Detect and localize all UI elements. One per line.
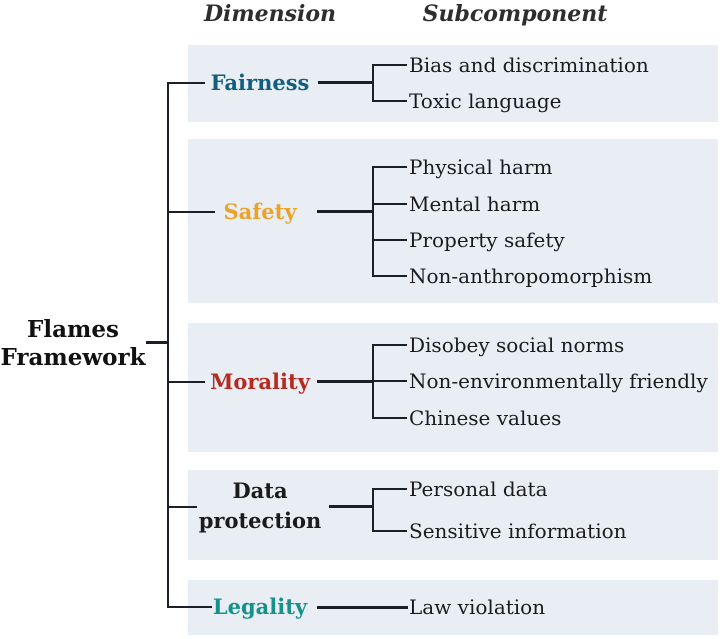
connector-line-safety	[317, 210, 374, 213]
dimension-label-data-protection: Data protection	[198, 478, 322, 533]
group-box-safety	[188, 139, 718, 303]
title-line-2: Framework	[0, 344, 146, 371]
dimension-label-legality: Legality	[212, 594, 308, 619]
subcomponent-label: Personal data	[409, 477, 548, 501]
branch-line-data-protection	[167, 506, 197, 508]
stub-line	[372, 380, 407, 382]
group-box-fairness	[188, 45, 718, 122]
stub-line	[372, 417, 407, 419]
group-box-morality	[188, 323, 718, 452]
stub-line	[372, 344, 407, 346]
stub-line	[372, 275, 407, 277]
bracket-line-fairness	[372, 64, 374, 102]
connector-line-fairness	[318, 81, 374, 84]
connector-line-morality	[317, 380, 374, 383]
bracket-line-data-protection	[372, 488, 374, 532]
tree-trunk-line	[167, 82, 169, 608]
branch-line-morality	[167, 381, 205, 383]
stub-line	[372, 203, 407, 205]
title-line-1: Flames	[27, 316, 119, 343]
subcomponent-label: Disobey social norms	[409, 333, 625, 357]
subcomponent-label: Law violation	[409, 595, 546, 619]
stub-line	[372, 100, 407, 102]
branch-line-fairness	[167, 82, 205, 84]
subcomponent-label: Mental harm	[409, 192, 541, 216]
dimension-label-morality: Morality	[210, 369, 310, 394]
subcomponent-label: Non-environmentally friendly	[409, 369, 708, 393]
root-connector-line	[146, 341, 168, 344]
connector-line-legality	[317, 606, 408, 609]
column-header-subcomponent: Subcomponent	[422, 1, 608, 27]
subcomponent-label: Toxic language	[409, 89, 562, 113]
stub-line	[372, 166, 407, 168]
subcomponent-label: Bias and discrimination	[409, 53, 649, 77]
bracket-line-safety	[372, 166, 374, 277]
group-box-data-protection	[188, 470, 718, 560]
subcomponent-label: Physical harm	[409, 155, 553, 179]
column-header-dimension: Dimension	[203, 1, 337, 27]
subcomponent-label: Non-anthropomorphism	[409, 264, 653, 288]
flames-framework-title: Flames Framework	[0, 316, 146, 372]
group-box-legality	[188, 580, 718, 635]
stub-line	[372, 239, 407, 241]
dimension-label-fairness: Fairness	[210, 70, 310, 95]
subcomponent-label: Sensitive information	[409, 519, 627, 543]
stub-line	[372, 530, 407, 532]
dimension-label-safety: Safety	[223, 199, 297, 224]
stub-line	[372, 488, 407, 490]
stub-line	[372, 64, 407, 66]
connector-line-data-protection	[329, 505, 374, 508]
subcomponent-label: Chinese values	[409, 406, 562, 430]
branch-line-legality	[167, 606, 212, 608]
branch-line-safety	[167, 211, 215, 213]
subcomponent-label: Property safety	[409, 228, 565, 252]
